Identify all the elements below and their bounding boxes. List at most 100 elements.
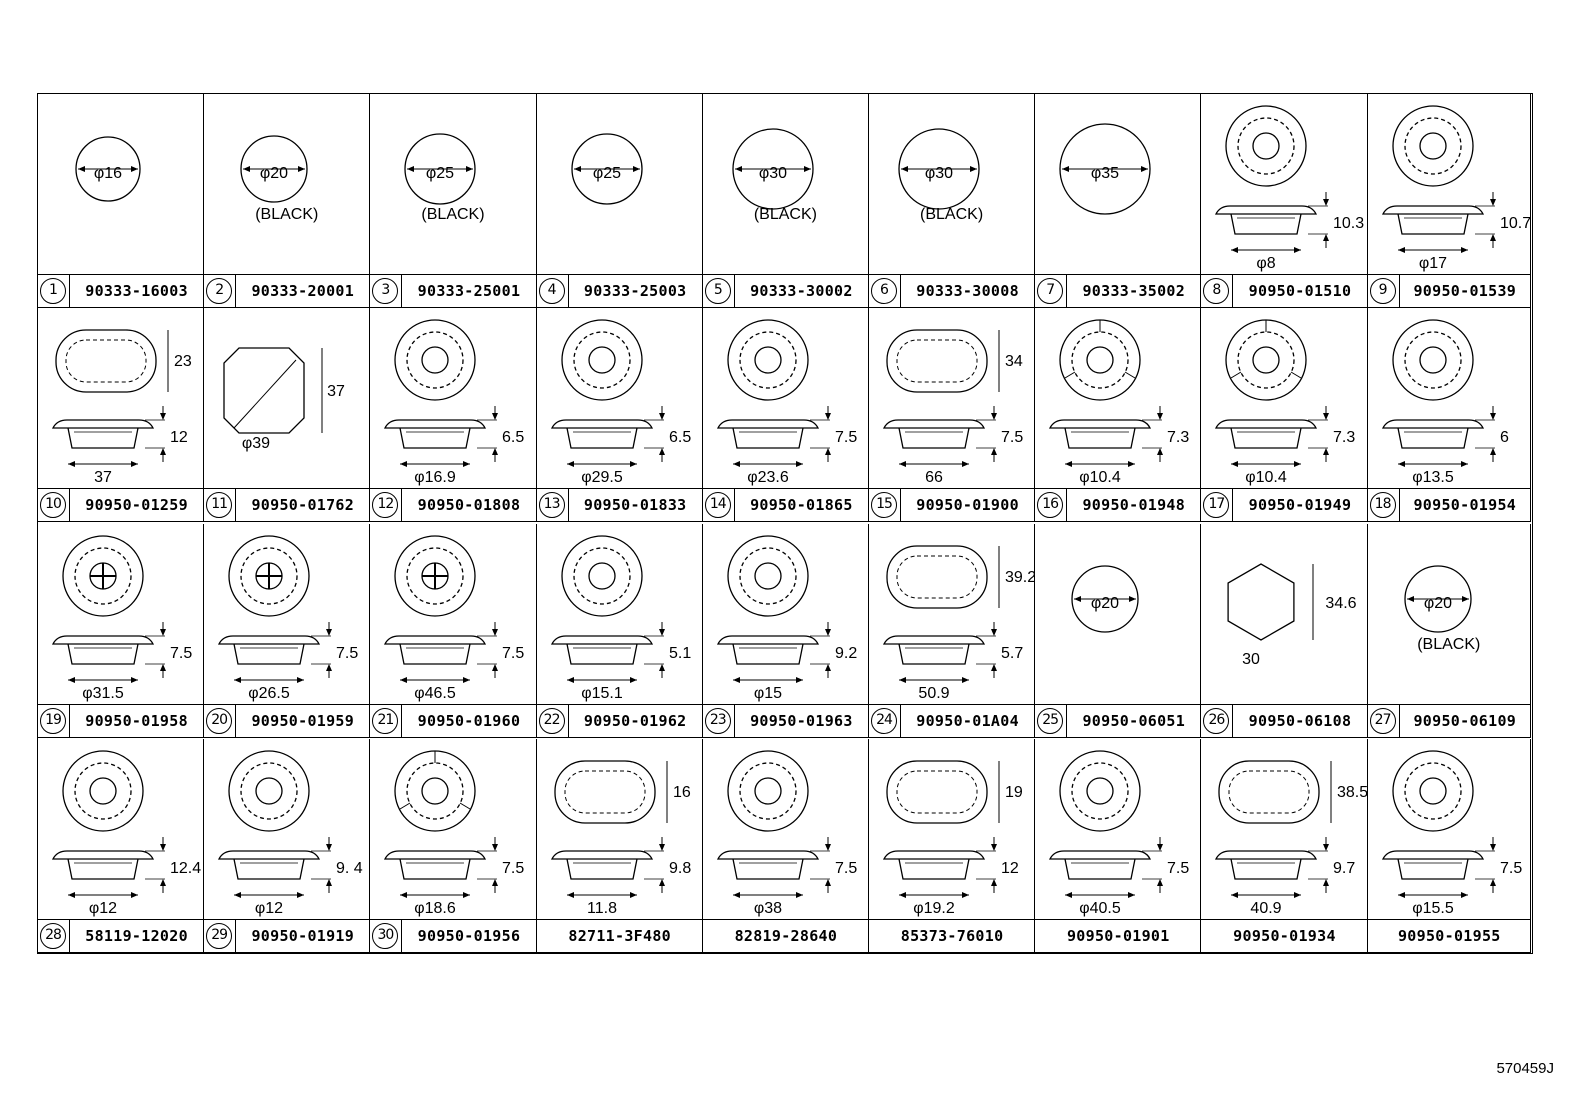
part-number: 90333-25001 <box>417 282 521 300</box>
part-number: 90950-01833 <box>583 496 687 514</box>
cap-plug-icon: 10.3φ8 <box>1215 105 1365 272</box>
dimension-label: φ40.5 <box>1079 900 1121 917</box>
dimension-label: 37 <box>94 469 112 486</box>
dimension-label: 6.5 <box>502 429 524 446</box>
divider <box>1066 705 1068 737</box>
part-number: 90950-01948 <box>1082 496 1186 514</box>
color-note: (BLACK) <box>920 206 984 223</box>
item-number-badge: 21 <box>372 708 399 734</box>
divider <box>1232 275 1234 307</box>
item-number-badge: 29 <box>206 923 233 949</box>
part-number: 90950-01962 <box>583 712 687 730</box>
part-number: 58119-12020 <box>85 927 188 945</box>
dimension-label: φ15.1 <box>581 685 623 702</box>
divider <box>401 489 403 521</box>
part-number: 90950-01960 <box>417 712 521 730</box>
divider <box>235 705 237 737</box>
dimension-label: φ46.5 <box>415 685 457 702</box>
dimension-label: φ17 <box>1419 255 1447 272</box>
item-number-badge: 14 <box>704 492 731 518</box>
divider <box>401 920 403 952</box>
part-number: 90950-01539 <box>1413 282 1517 300</box>
divider <box>900 705 901 737</box>
divider <box>1232 489 1234 521</box>
dimension-label: φ25 <box>426 165 454 182</box>
divider <box>567 705 569 737</box>
item-number-badge: 15 <box>871 492 897 518</box>
dimension-label: 40.9 <box>1251 900 1282 917</box>
dimension-label: φ18.6 <box>415 900 457 917</box>
dimension-label: 7.5 <box>1500 860 1522 877</box>
dimension-label: φ30 <box>759 165 787 182</box>
part-diagram-cell: φ20(BLACK) <box>1367 524 1531 705</box>
part-label-row: 82819-28640 <box>702 920 869 953</box>
divider <box>69 705 70 737</box>
color-note: (BLACK) <box>255 206 319 223</box>
divider <box>69 920 70 952</box>
clamp-icon: 169.811.8 <box>550 760 691 917</box>
part-number: 90950-01955 <box>1397 927 1501 945</box>
divider <box>1398 275 1400 307</box>
drawing-code: 570459J <box>1496 1060 1554 1077</box>
plug-disc-icon: φ30 <box>898 128 980 210</box>
part-number: 90950-01959 <box>251 712 355 730</box>
item-number-badge: 17 <box>1203 492 1230 518</box>
item-number-badge: 2 <box>206 278 233 304</box>
item-number-badge: 3 <box>372 278 399 304</box>
dimension-label: φ15 <box>754 685 782 702</box>
dimension-label: φ30 <box>925 165 953 182</box>
item-number-badge: 1 <box>40 278 66 304</box>
part-number: 90950-01956 <box>417 927 521 945</box>
part-number: 90950-01259 <box>85 496 188 514</box>
color-note: (BLACK) <box>421 206 485 223</box>
part-label-row: 90950-01955 <box>1367 920 1531 953</box>
dimension-label: 9. 4 <box>336 860 363 877</box>
dimension-label: φ35 <box>1091 165 1119 182</box>
part-label-row: 82711-3F480 <box>536 920 703 953</box>
part-number: 90333-16003 <box>85 282 188 300</box>
item-number-badge: 13 <box>538 492 565 518</box>
part-number: 90950-06108 <box>1248 712 1352 730</box>
dimension-label: φ23.6 <box>747 469 789 486</box>
item-number-badge: 6 <box>871 278 897 304</box>
part-number: 90950-01865 <box>750 496 853 514</box>
item-number-badge: 25 <box>1037 708 1064 734</box>
divider <box>69 489 70 521</box>
dimension-label: 5.7 <box>1001 645 1023 662</box>
dimension-label: 34 <box>1005 353 1023 370</box>
dimension-label: 7.5 <box>502 860 524 877</box>
item-number-badge: 5 <box>704 278 731 304</box>
divider <box>235 275 237 307</box>
dimension-label: 12 <box>170 429 188 446</box>
plug-disc-icon: φ30 <box>732 128 814 210</box>
dimension-label: 23 <box>174 353 192 370</box>
